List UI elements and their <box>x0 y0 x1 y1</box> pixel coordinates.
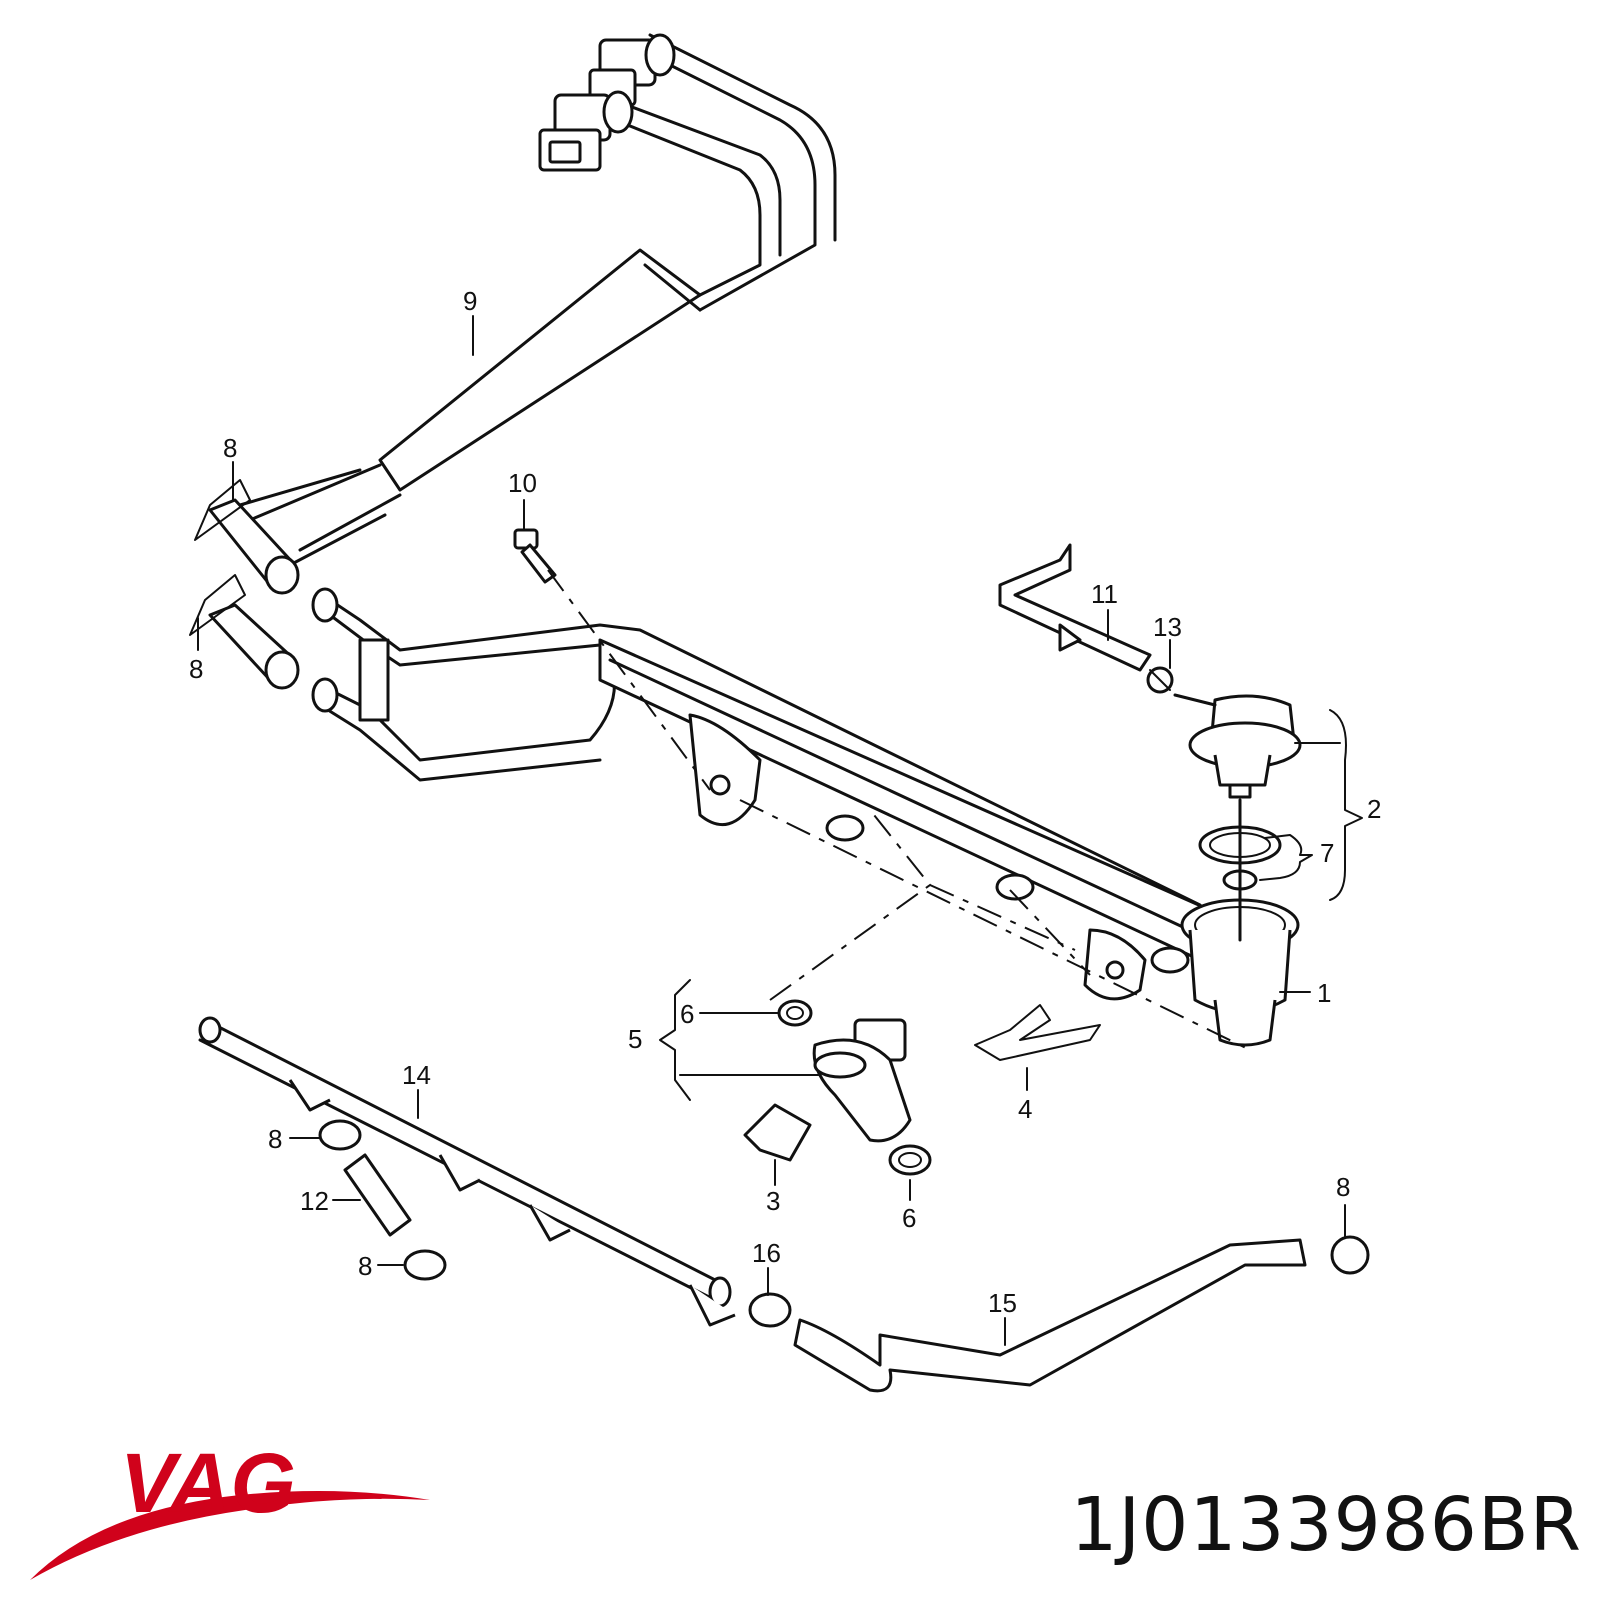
bolt <box>513 528 557 584</box>
callout-13: 13 <box>1153 612 1182 642</box>
callout-9: 9 <box>463 286 477 316</box>
callout-8: 8 <box>268 1124 282 1154</box>
callout-1: 1 <box>1317 978 1331 1008</box>
assembly-lines <box>547 569 1251 1051</box>
callout-8: 8 <box>189 654 203 684</box>
callout-3: 3 <box>766 1186 780 1216</box>
callout-2: 2 <box>1367 794 1381 824</box>
logo-lettering: VAG <box>120 1440 296 1530</box>
pressure-regulator <box>1173 693 1302 942</box>
callout-10: 10 <box>508 468 537 498</box>
logo-swoosh <box>30 1491 430 1580</box>
callout-5: 5 <box>628 1024 642 1054</box>
callout-14: 14 <box>402 1060 431 1090</box>
callout-6: 6 <box>902 1203 916 1233</box>
part-number: 1J0133986BR <box>1070 1482 1582 1568</box>
callout-11: 11 <box>1091 579 1118 609</box>
fuel-hose-assembly <box>189 33 837 690</box>
callout-16: 16 <box>752 1238 781 1268</box>
injector-group <box>743 999 1101 1176</box>
lower-fuel-pipe <box>198 1016 736 1327</box>
callout-15: 15 <box>988 1288 1017 1318</box>
callout-12: 12 <box>300 1186 329 1216</box>
callout-6: 6 <box>680 999 694 1029</box>
callout-8: 8 <box>1336 1172 1350 1202</box>
hoses-and-clamps <box>318 1119 1370 1393</box>
callout-8: 8 <box>358 1251 372 1281</box>
leader-lines <box>197 315 1363 1346</box>
vacuum-hose <box>998 543 1174 694</box>
callout-8: 8 <box>223 433 237 463</box>
callout-labels: 9 8 8 10 11 13 2 7 1 6 5 3 6 4 14 8 12 8… <box>189 286 1381 1318</box>
callout-7: 7 <box>1320 838 1334 868</box>
callout-4: 4 <box>1018 1094 1032 1124</box>
vag-logo: VAG <box>30 1440 430 1580</box>
